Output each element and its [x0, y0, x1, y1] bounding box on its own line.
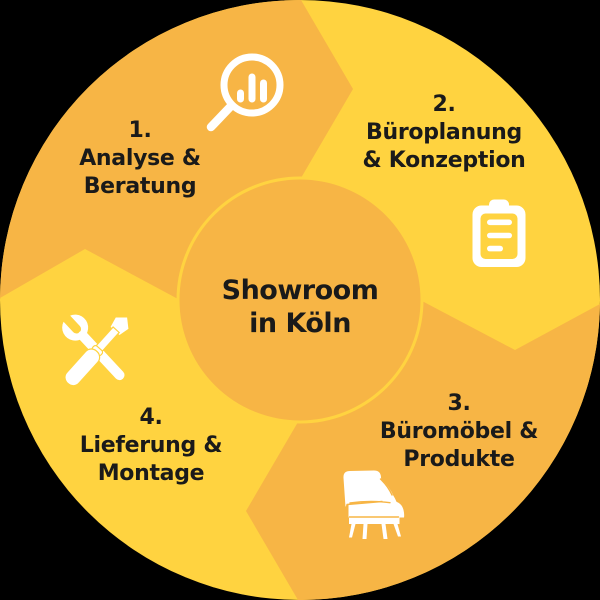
clipboard-icon: [472, 199, 526, 267]
step-1-title-line-2: Beratung: [83, 174, 197, 199]
armchair-leg-1: [349, 524, 356, 538]
step-2-title-line-2: & Konzeption: [362, 148, 526, 173]
armchair-leg-2: [362, 524, 368, 539]
magnifier-bar-chart-icon: [206, 53, 284, 132]
armchair-leg-4: [393, 524, 401, 537]
step-1-number: 1.: [128, 118, 152, 143]
step-3-number: 3.: [447, 391, 471, 416]
step-4-number: 4.: [139, 405, 163, 430]
step-4-title-line-1: Lieferung &: [79, 433, 223, 458]
center-title-line-1: Showroom: [221, 275, 379, 306]
segment-3-bueromoebel-produkte: [246, 301, 600, 600]
clipboard-line-1: [487, 219, 512, 226]
tools-icon: [62, 314, 130, 387]
armchair-base: [349, 516, 400, 524]
screwdriver-handle: [64, 348, 101, 387]
step-1-title-line-1: Analyse &: [79, 146, 201, 171]
armchair-icon: [343, 470, 405, 539]
step-3-label: 3. Büromöbel & Produkte: [349, 390, 569, 474]
center-label: Showroom in Köln: [185, 274, 415, 340]
step-4-title-line-2: Montage: [97, 461, 205, 486]
armchair-leg-3: [381, 524, 388, 539]
armchair-back: [343, 470, 383, 507]
center-title-line-2: in Köln: [249, 308, 351, 339]
step-2-number: 2.: [432, 92, 456, 117]
center-circle: [176, 176, 424, 424]
step-2-label: 2. Büroplanung & Konzeption: [334, 91, 554, 175]
screwdriver-icon: [64, 316, 130, 387]
step-3-title-line-2: Produkte: [403, 447, 515, 472]
clipboard-line-3: [487, 245, 503, 252]
step-3-title-line-1: Büromöbel &: [379, 419, 539, 444]
armchair-seams: [346, 478, 400, 518]
clipboard-line-2: [487, 232, 512, 239]
step-4-label: 4. Lieferung & Montage: [41, 404, 261, 488]
magnifier-handle: [206, 101, 236, 132]
step-2-title-line-1: Büroplanung: [366, 120, 522, 145]
step-1-label: 1. Analyse & Beratung: [30, 117, 250, 201]
segment-1-analyse-beratung: [0, 0, 353, 299]
armchair-seat: [348, 501, 397, 518]
magnifier-lens: [220, 53, 284, 117]
